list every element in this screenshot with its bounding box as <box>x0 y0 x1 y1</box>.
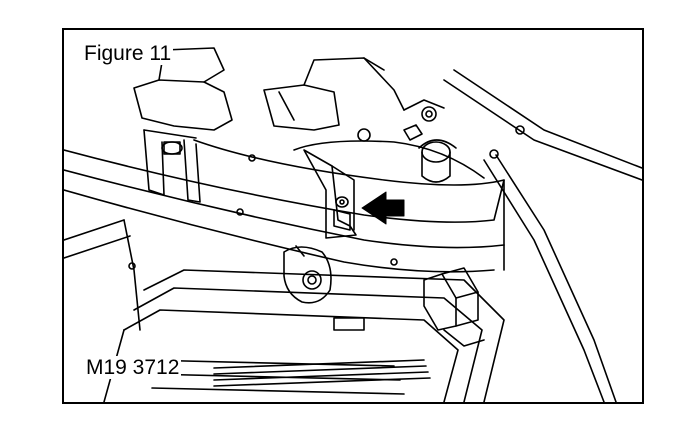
upper-housing <box>133 47 445 142</box>
left-bracket <box>143 129 201 203</box>
technical-drawing <box>64 47 642 402</box>
cylinder-fitting <box>418 139 457 183</box>
pivot-link <box>283 245 332 304</box>
figure-reference-number: M19 3712 <box>84 356 182 380</box>
leader-lines <box>213 359 431 387</box>
left-frame-rails <box>64 219 141 331</box>
figure-title: Figure 11 <box>82 42 174 66</box>
right-frame-rails <box>443 69 642 402</box>
cross-member-beam <box>64 139 505 273</box>
center-bracket <box>303 149 357 239</box>
arrow-left-icon <box>361 191 405 225</box>
figure-frame: Figure 11 M19 3712 <box>62 28 644 404</box>
clamp-blocks <box>423 267 485 347</box>
